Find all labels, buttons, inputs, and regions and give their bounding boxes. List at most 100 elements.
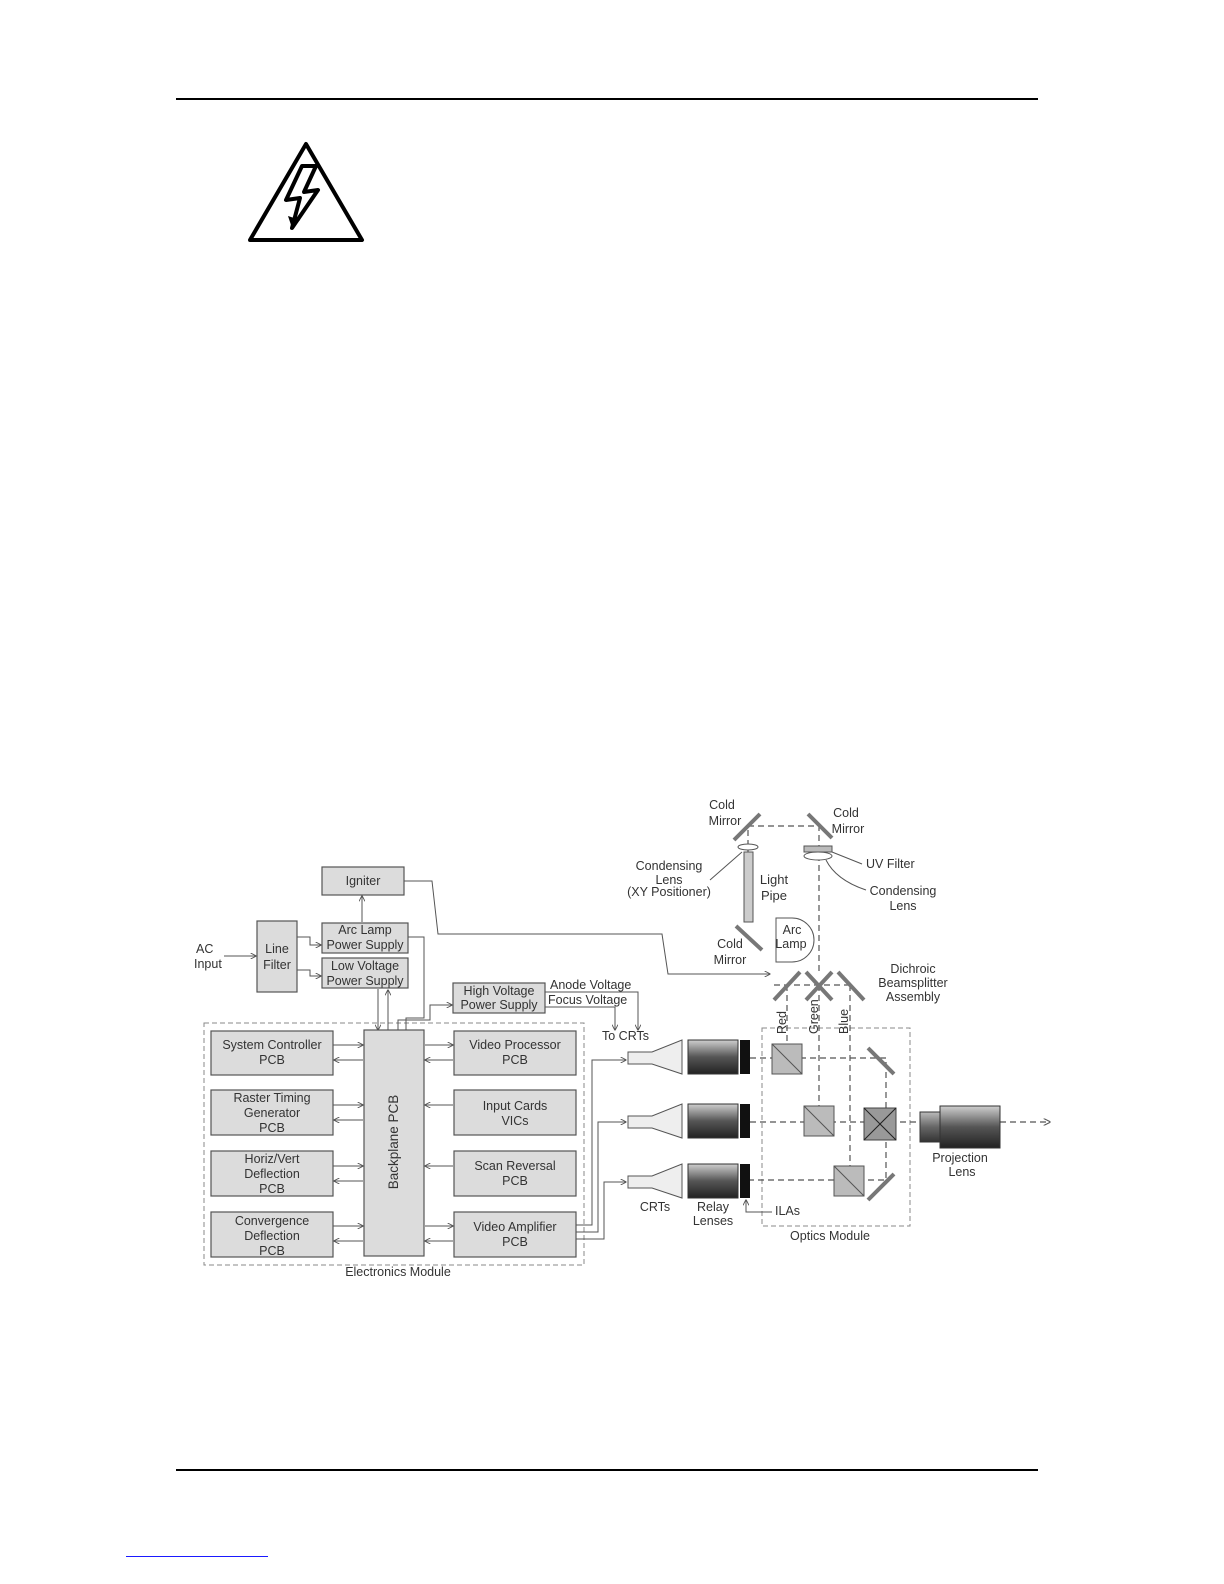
electronics-module-outline [203,1022,585,1266]
cold-mirror-lower [734,924,764,952]
projection-lens-label-2: Lens [948,1165,975,1179]
left-boards: System Controller PCB Raster Timing Gene… [210,1030,334,1258]
footer-rule [176,1469,1038,1471]
cold-mirror-3-label-2: Mirror [714,953,747,967]
projection-lens-label-1: Projection [932,1151,988,1165]
low-voltage-ps-label-1: Low Voltage [331,959,399,973]
input-cards-label-2: VICs [501,1114,528,1128]
light-pipe [743,851,754,923]
raster-timing-label-1: Raster Timing [233,1091,310,1105]
beamsplitter-cubes [771,1043,897,1197]
condensing-lens-xy [737,843,759,851]
arc-lamp-ps-label-1: Arc Lamp [338,923,392,937]
condensing-lens [803,851,833,861]
dichroic-mirror-blue [836,970,866,1002]
scan-reversal-pcb-box [453,1150,577,1197]
low-voltage-ps-label-2: Power Supply [326,974,404,988]
condensing-lens-xy-label-1: Condensing [636,859,703,873]
dichroic-label-2: Beamsplitter [878,976,947,990]
convergence-label-1: Convergence [235,1214,309,1228]
fold-mirror-lower [866,1172,896,1202]
focus-voltage-label: Focus Voltage [548,993,627,1007]
backplane-pcb-label: Backplane PCB [386,1095,401,1190]
video-processor-label-1: Video Processor [469,1038,561,1052]
raster-timing-label-2: Generator [244,1106,300,1120]
dichroic-mirror-green-b [804,970,834,1002]
right-bus-arrows [425,1045,453,1241]
input-cards-label-1: Input Cards [483,1099,548,1113]
horiz-vert-label-1: Horiz/Vert [245,1152,300,1166]
crt-blue [627,1163,750,1199]
cold-mirror-top-left [732,812,762,842]
low-voltage-power-supply-box [321,957,409,989]
horiz-vert-label-3: PCB [259,1182,285,1196]
projection-lens [919,1105,1001,1149]
red-label: Red [775,1011,789,1034]
convergence-deflection-pcb-box [210,1211,334,1258]
scan-reversal-label-2: PCB [502,1174,528,1188]
horiz-vert-deflection-pcb-box [210,1150,334,1197]
crts-label: CRTs [640,1200,670,1214]
cold-mirror-2-label-2: Mirror [832,822,865,836]
line-filter-label-2: Filter [263,958,291,972]
light-pipe-label-2: Pipe [761,888,787,903]
scan-reversal-label-1: Scan Reversal [474,1159,555,1173]
raster-timing-generator-pcb-box [210,1089,334,1136]
uv-filter [803,845,833,853]
line-filter-box [256,920,298,993]
ac-input-label-2: Input [194,957,222,971]
video-amplifier-label-1: Video Amplifier [473,1220,556,1234]
ilas-label: ILAs [775,1204,800,1218]
crt-green [627,1103,750,1139]
cold-mirror-2-label-1: Cold [833,806,859,820]
high-voltage-warning-icon [248,142,364,242]
optics-module-label: Optics Module [790,1229,870,1243]
optics-module-outline [761,1027,911,1227]
system-controller-label-1: System Controller [222,1038,321,1052]
crt-red [627,1039,750,1075]
arc-lamp-ps-label-2: Power Supply [326,938,404,952]
igniter-box [321,866,405,896]
light-pipe-label-1: Light [760,872,789,887]
dichroic-label-3: Assembly [886,990,941,1004]
line-filter-label-1: Line [265,942,289,956]
right-boards: Video Processor PCB Input Cards VICs Sca… [453,1030,577,1258]
high-voltage-power-supply-box [452,982,546,1014]
uv-filter-label: UV Filter [866,857,915,871]
input-cards-vics-box [453,1089,577,1136]
relay-lenses-label-1: Relay [697,1200,730,1214]
cold-mirror-1-label-2: Mirror [709,814,742,828]
video-processor-label-2: PCB [502,1053,528,1067]
condensing-lens-label-1: Condensing [870,884,937,898]
footer-link-underline[interactable] [126,1556,268,1557]
igniter-label: Igniter [346,874,381,888]
ac-input-label-1: AC [196,942,213,956]
arc-lamp-label-2: Lamp [775,937,806,951]
horiz-vert-label-2: Deflection [244,1167,300,1181]
video-amplifier-label-2: PCB [502,1235,528,1249]
anode-voltage-label: Anode Voltage [550,978,631,992]
electronics-module-label: Electronics Module [345,1265,451,1279]
green-label: Green [807,999,821,1034]
relay-lenses-label-2: Lenses [693,1214,733,1228]
dichroic-mirror-red [772,970,802,1002]
blue-label: Blue [837,1009,851,1034]
video-amplifier-pcb-box [453,1211,577,1258]
high-voltage-ps-label-2: Power Supply [460,998,538,1012]
crt-assemblies [627,1039,750,1199]
condensing-lens-label-2: Lens [889,899,916,913]
to-crts-label: To CRTs [602,1029,649,1043]
raster-timing-label-3: PCB [259,1121,285,1135]
cold-mirror-top-right [806,812,834,840]
dichroic-label-1: Dichroic [890,962,935,976]
convergence-label-2: Deflection [244,1229,300,1243]
header-rule [176,98,1038,100]
left-bus-arrows [333,1045,363,1241]
system-controller-label-2: PCB [259,1053,285,1067]
cold-mirror-3-label-1: Cold [717,937,743,951]
high-voltage-ps-label-1: High Voltage [464,984,535,998]
condensing-lens-xy-label-3: (XY Positioner) [627,885,711,899]
arc-lamp-power-supply-box [321,922,409,954]
condensing-lens-xy-label-2: Lens [655,873,682,887]
